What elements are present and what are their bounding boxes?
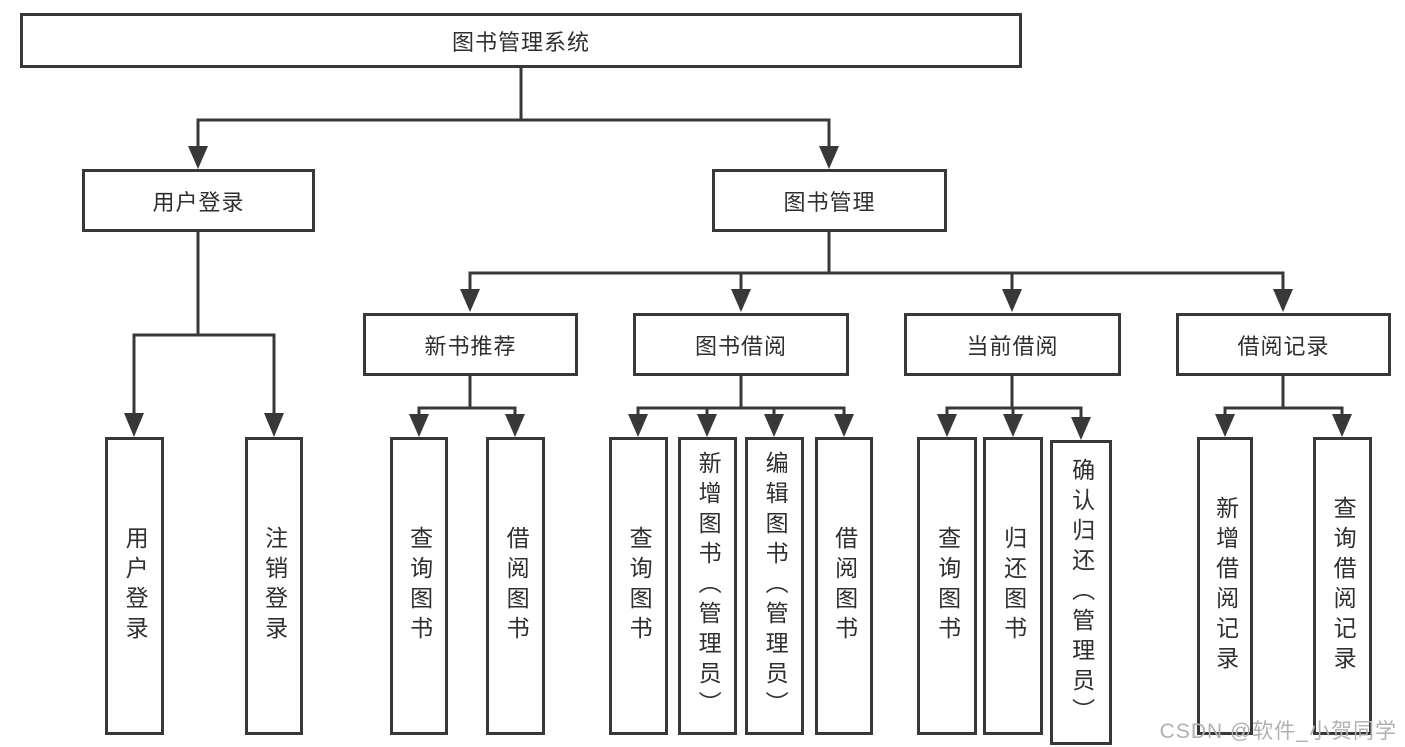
leaf-add-borrow-record-label: 新增借阅记录 xyxy=(1212,496,1239,676)
leaf-user-login: 用户登录 xyxy=(105,437,164,735)
leaf-add-book: 新增图书（管理员） xyxy=(678,437,737,735)
node-book-borrow: 图书借阅 xyxy=(633,313,849,376)
leaf-borrow-books-1-label: 借阅图书 xyxy=(503,526,530,646)
leaf-return-book-label: 归还图书 xyxy=(1000,526,1027,646)
node-root: 图书管理系统 xyxy=(20,13,1022,68)
node-book-mgmt: 图书管理 xyxy=(712,169,947,232)
node-book-mgmt-label: 图书管理 xyxy=(783,189,876,215)
leaf-borrow-books-2-label: 借阅图书 xyxy=(831,526,858,646)
leaf-borrow-books-1: 借阅图书 xyxy=(486,437,545,735)
leaf-query-borrow-record: 查询借阅记录 xyxy=(1313,437,1372,735)
leaf-query-books-3: 查询图书 xyxy=(917,437,977,735)
leaf-add-borrow-record: 新增借阅记录 xyxy=(1197,437,1253,735)
csdn-watermark: CSDN @软件_小贺同学 xyxy=(1159,720,1397,743)
node-borrow-records-label: 借阅记录 xyxy=(1237,333,1330,359)
node-user-login-label: 用户登录 xyxy=(152,189,245,215)
node-new-book-label: 新书推荐 xyxy=(424,333,517,359)
node-new-book: 新书推荐 xyxy=(363,313,578,376)
leaf-query-books-1: 查询图书 xyxy=(390,437,448,735)
connector-book-borrow xyxy=(636,374,846,418)
leaf-return-book: 归还图书 xyxy=(983,437,1043,735)
leaf-query-books-2: 查询图书 xyxy=(609,437,668,735)
connector-borrow-records xyxy=(1223,374,1344,418)
node-user-login: 用户登录 xyxy=(82,169,315,232)
leaf-query-books-3-label: 查询图书 xyxy=(934,526,961,646)
connector-user-login xyxy=(132,230,276,416)
node-borrow-records: 借阅记录 xyxy=(1176,313,1391,376)
node-root-label: 图书管理系统 xyxy=(451,29,590,55)
connector-current-borrow xyxy=(945,374,1083,420)
leaf-add-book-label: 新增图书（管理员） xyxy=(695,451,722,721)
leaf-confirm-return: 确认归还（管理员） xyxy=(1050,440,1112,745)
leaf-logout-label: 注销登录 xyxy=(261,526,288,646)
node-book-borrow-label: 图书借阅 xyxy=(694,333,787,359)
leaf-query-books-1-label: 查询图书 xyxy=(406,526,433,646)
node-current-borrow-label: 当前借阅 xyxy=(966,333,1059,359)
connector-book-mgmt xyxy=(468,230,1285,292)
leaf-query-books-2-label: 查询图书 xyxy=(626,526,653,646)
leaf-edit-book: 编辑图书（管理员） xyxy=(745,437,804,735)
leaf-user-login-label: 用户登录 xyxy=(122,526,149,646)
leaf-query-borrow-record-label: 查询借阅记录 xyxy=(1330,496,1357,676)
leaf-logout: 注销登录 xyxy=(245,437,303,735)
connector-root xyxy=(196,66,831,149)
leaf-confirm-return-label: 确认归还（管理员） xyxy=(1068,457,1095,728)
node-current-borrow: 当前借阅 xyxy=(904,313,1121,376)
connector-new-book xyxy=(417,374,517,418)
leaf-borrow-books-2: 借阅图书 xyxy=(815,437,873,735)
leaf-edit-book-label: 编辑图书（管理员） xyxy=(762,451,789,721)
